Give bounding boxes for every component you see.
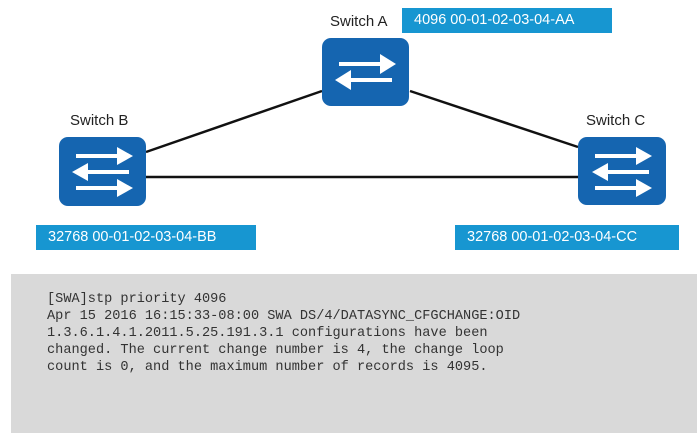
link-layer: [145, 89, 579, 179]
cli-output-line: changed. The current change number is 4,…: [47, 343, 504, 358]
topology-diagram: Switch A 4096 00-01-02-03-04-AA Switch B…: [36, 8, 679, 250]
switch-icon: [322, 38, 409, 106]
cli-output-line: count is 0, and the maximum number of re…: [47, 360, 488, 375]
cli-command-line: [SWA]stp priority 4096: [47, 292, 227, 307]
link-a-c: [409, 89, 579, 149]
switch-b-label: Switch B: [70, 112, 129, 129]
switch-b-bridge-id: 32768 00-01-02-03-04-BB: [36, 225, 256, 250]
switch-c-label: Switch C: [586, 112, 646, 129]
cli-output-line: 1.3.6.1.4.1.2011.5.25.191.3.1 configurat…: [47, 326, 488, 341]
switch-a-label: Switch A: [330, 13, 388, 30]
switch-icon: [59, 137, 146, 206]
switch-a-bridge-id: 4096 00-01-02-03-04-AA: [402, 8, 612, 33]
switch-icon: [578, 137, 666, 205]
cli-output-line: Apr 15 2016 16:15:33-08:00 SWA DS/4/DATA…: [47, 309, 521, 324]
link-a-b: [145, 89, 323, 154]
switch-c-bridge-id: 32768 00-01-02-03-04-CC: [455, 225, 679, 250]
cli-output-panel: [SWA]stp priority 4096 Apr 15 2016 16:15…: [11, 274, 697, 433]
